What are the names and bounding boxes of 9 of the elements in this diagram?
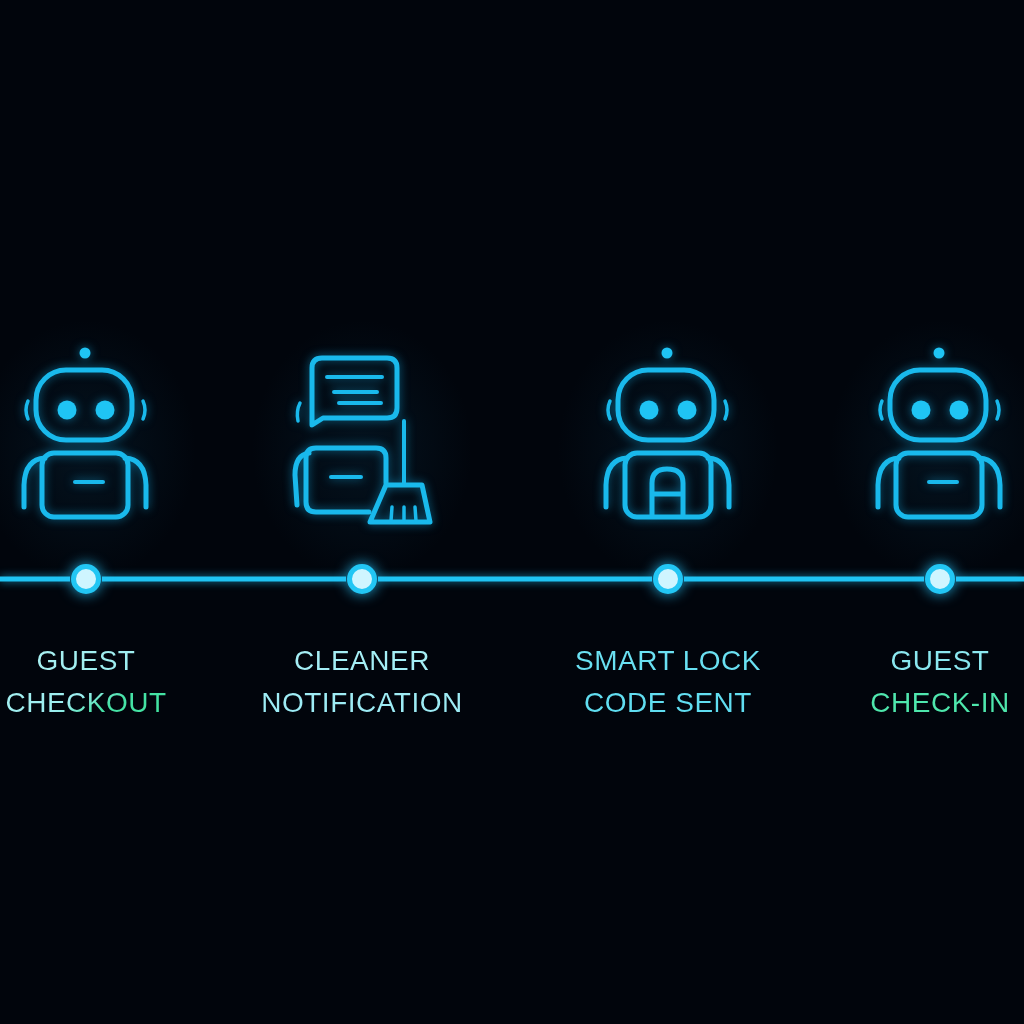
timeline-line xyxy=(378,576,652,582)
timeline-line xyxy=(956,576,1024,582)
timeline-dot xyxy=(346,563,378,595)
timeline-line xyxy=(684,576,924,582)
timeline-line xyxy=(0,576,70,582)
timeline-dot xyxy=(924,563,956,595)
timeline-dot xyxy=(652,563,684,595)
timeline-line xyxy=(102,576,346,582)
timeline-dot xyxy=(70,563,102,595)
